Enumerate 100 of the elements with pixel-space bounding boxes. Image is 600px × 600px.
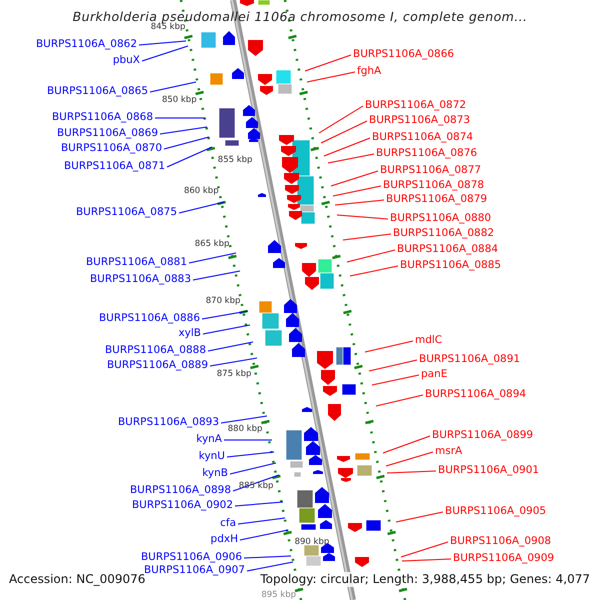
leader-line: [238, 518, 286, 524]
leader-line: [160, 126, 208, 134]
leader-line: [368, 360, 418, 372]
gene-label: BURPS1106A_0898: [130, 484, 231, 497]
gene-label: BURPS1106A_0869: [56, 127, 158, 140]
leader-line: [304, 54, 352, 72]
leader-line: [208, 342, 254, 352]
leader-line: [330, 170, 378, 186]
gene-label: BURPS1106A_0875: [76, 206, 177, 219]
gene-label: BURPS1106A_0886: [98, 312, 200, 325]
scale-label: 845 kbp: [150, 22, 186, 32]
gene-label: BURPS1106A_0870: [60, 142, 162, 155]
leader-line: [164, 136, 210, 150]
leader-line: [328, 154, 374, 164]
leader-line: [210, 358, 258, 366]
gene-label: BURPS1106A_0902: [132, 499, 233, 512]
scale-label: 860 kbp: [182, 186, 219, 196]
scale-label: 890 kbp: [294, 537, 330, 547]
leader-line: [202, 324, 250, 334]
gene-label: BURPS1106A_0894: [425, 388, 526, 401]
leader-line: [202, 310, 248, 320]
gene-label: pbuX: [112, 54, 140, 67]
gene-label: BURPS1106A_0901: [438, 464, 540, 477]
gene-label: kynU: [198, 450, 225, 463]
gene-label: BURPS1106A_0893: [118, 416, 219, 429]
gene-label: BURPS1106A_0873: [369, 114, 470, 127]
gene-label: BURPS1106A_0862: [36, 38, 137, 51]
gene-label: BURPS1106A_0865: [46, 85, 148, 98]
gene-label: BURPS1106A_0905: [445, 505, 546, 518]
scale-label: 850 kbp: [160, 95, 197, 105]
leader-line: [386, 470, 436, 474]
scale-label: 875 kbp: [216, 369, 252, 379]
gene-label: BURPS1106A_0888: [104, 344, 206, 357]
leader-line: [246, 562, 294, 572]
scale-label: 895 kbp: [260, 590, 296, 600]
gene-label: BURPS1106A_0907: [144, 564, 245, 577]
leader-line: [142, 46, 188, 62]
scale-label: 880 kbp: [226, 424, 262, 434]
leader-line: [166, 146, 212, 168]
gene-label: BURPS1106A_0883: [90, 273, 191, 286]
accession-text: Accession: NC_009076: [9, 572, 146, 587]
gene-label: BURPS1106A_0908: [450, 535, 552, 548]
leader-line: [188, 252, 236, 264]
leader-line: [334, 200, 384, 206]
title: Burkholderia pseudomallei 1106a chromosome I, complete genom...: [72, 9, 528, 24]
gene-label: BURPS1106A_0906: [140, 551, 242, 564]
leader-line: [226, 452, 274, 458]
leader-line: [306, 72, 356, 82]
gene-label: BURPS1106A_0868: [52, 111, 153, 124]
leader-line: [318, 106, 364, 134]
gene-label: panE: [421, 368, 448, 381]
gene-label: BURPS1106A_0899: [432, 429, 534, 442]
gene-label: BURPS1106A_0889: [106, 359, 208, 372]
leader-line: [150, 82, 196, 92]
leader-line: [320, 120, 368, 144]
leader-line: [396, 512, 444, 522]
leader-line: [364, 340, 414, 352]
gene-label: BURPS1106A_0884: [397, 243, 498, 256]
gene-label: BURPS1106A_0881: [86, 256, 187, 269]
gene-label: pdxH: [210, 533, 238, 546]
gene-label: BURPS1106A_0882: [393, 227, 494, 240]
leader-line: [240, 530, 288, 540]
gene-label: kynB: [202, 467, 228, 480]
leader-line: [192, 270, 240, 280]
gene-label: BURPS1106A_0877: [380, 164, 482, 177]
leader-line: [350, 266, 398, 276]
leader-line: [138, 40, 186, 46]
scale-label: 870 kbp: [204, 296, 240, 306]
leader-line: [234, 502, 284, 506]
summary-text: Topology: circular; Length: 3,988,455 bp; Genes: 4,077: [260, 572, 590, 587]
leader-line: [372, 374, 420, 386]
gene-label: kynA: [196, 433, 222, 446]
gene-label: BURPS1106A_0876: [376, 147, 478, 160]
leader-line: [386, 452, 434, 466]
leader-line: [402, 558, 452, 562]
leader-line: [244, 556, 292, 558]
leader-line: [376, 394, 424, 406]
leader-line: [346, 250, 396, 262]
gene-label: BURPS1106A_0866: [353, 48, 454, 61]
leader-line: [324, 138, 370, 156]
gene-label: BURPS1106A_0874: [372, 131, 474, 144]
gene-label: BURPS1106A_0879: [386, 193, 488, 206]
leader-line: [382, 436, 430, 454]
leader-line: [220, 416, 268, 424]
gene-label: BURPS1106A_0909: [453, 552, 554, 565]
gene-label: BURPS1106A_0878: [383, 179, 484, 192]
leader-line: [336, 214, 388, 220]
leader-line: [332, 186, 382, 196]
scale-label: 865 kbp: [194, 239, 230, 249]
leader-line: [230, 462, 276, 474]
gene-label: fghA: [357, 65, 382, 78]
gene-label: BURPS1106A_0872: [365, 99, 466, 112]
gene-label: mdlC: [415, 334, 442, 347]
leader-line: [342, 234, 392, 240]
gene-label: xylB: [178, 327, 201, 340]
leader-line: [178, 202, 224, 214]
gene-label: BURPS1106A_0885: [400, 259, 502, 272]
gene-label: msrA: [435, 445, 462, 458]
gene-label: cfa: [220, 517, 236, 530]
scale-label: 855 kbp: [218, 155, 254, 165]
